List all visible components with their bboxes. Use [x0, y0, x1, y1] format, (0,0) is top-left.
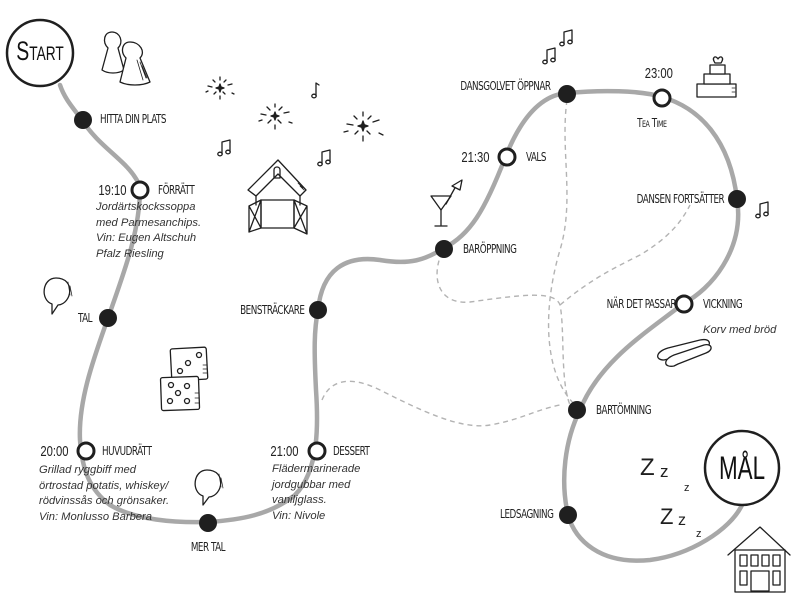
dashed-path-dansgolv-to-bartomning [547, 99, 576, 406]
speech-bubble-icon [194, 469, 224, 506]
stop-label-tal: Tal [77, 310, 93, 325]
stop-marker-tal[interactable] [99, 309, 117, 327]
stop-label-hitta-din-plats: Hitta din plats [100, 111, 166, 126]
house-icon [727, 526, 791, 593]
stop-label-tea-time: Tea Time [637, 115, 667, 130]
stop-description-vickning: Korv med bröd [703, 324, 777, 336]
stop-label-dansen-fortsatter: Dansen fortsätter [636, 191, 724, 206]
dice-icon [159, 346, 209, 412]
stop-marker-ledsagning[interactable] [559, 506, 577, 524]
stop-label-ledsagning: Ledsagning [499, 506, 554, 521]
stop-marker-dessert[interactable] [307, 441, 327, 461]
start-label: Start [16, 36, 64, 66]
stop-marker-vals[interactable] [497, 147, 517, 167]
firework-icon [205, 76, 384, 142]
dashed-path-benstrackare-to-bartomning [321, 380, 561, 427]
zzz-letter: z [678, 512, 686, 529]
stop-marker-dansen-fortsatter[interactable] [728, 190, 746, 208]
finish-marker[interactable] [703, 429, 781, 507]
stop-marker-baroppning[interactable] [435, 240, 453, 258]
barn-icon [247, 159, 308, 235]
speech-bubble-icon [43, 277, 73, 315]
zzz-letter: z [660, 462, 669, 481]
stop-label-baroppning: Baröppning [463, 241, 517, 256]
stop-markers [74, 85, 746, 532]
stop-label-bartomning: Bartömning [596, 402, 652, 417]
stop-label-benstrackare: Bensträckare [239, 302, 305, 317]
stop-time-vals: 21:30 [461, 149, 490, 166]
dashed-shortcuts [321, 99, 691, 427]
zzz-letter: Z [640, 454, 655, 481]
finish-label: Mål [718, 450, 766, 486]
dashed-path-baroppning-loop [436, 251, 571, 406]
stop-label-mer-tal: Mer tal [190, 539, 226, 554]
stop-label-vickning: Vickning [703, 296, 743, 311]
stop-label-dansgolvet-oppnar: Dansgolvet öppnar [459, 78, 551, 93]
music-note-icon [217, 29, 769, 219]
stop-marker-bartomning[interactable] [568, 401, 586, 419]
stop-time-tea-time: 23:00 [645, 65, 674, 82]
stop-marker-dansgolvet-oppnar[interactable] [558, 85, 576, 103]
dashed-path-vickning-upper [559, 204, 691, 306]
cake-icon [696, 56, 737, 98]
stop-description-forratt: Jordärtskockssoppa med Parmesanchips. Vi… [96, 201, 202, 260]
stop-time-dessert: 21:00 [270, 443, 299, 460]
zzz-letter: z [684, 482, 690, 494]
stop-marker-huvudratt[interactable] [76, 441, 96, 461]
stop-description-huvudratt: Grillad ryggbiff med örtrostad potatis, … [39, 464, 170, 523]
stop-marker-vickning[interactable] [674, 294, 694, 314]
stop-marker-tea-time[interactable] [652, 88, 672, 108]
stop-time-huvudratt: 20:00 [40, 443, 69, 460]
stop-marker-hitta-din-plats[interactable] [74, 111, 92, 129]
stop-marker-benstrackare[interactable] [309, 301, 327, 319]
stop-label-dessert: Dessert [333, 443, 370, 458]
stop-label-vals: Vals [526, 149, 546, 164]
game-pieces-icon [101, 31, 151, 86]
stop-marker-forratt[interactable] [130, 180, 150, 200]
stop-description-dessert: Flädermarinerade jordgubbar med vaniljgl… [272, 463, 361, 522]
stop-time-forratt: 19:10 [98, 182, 127, 199]
stop-label-huvudratt: Huvudrätt [102, 443, 152, 458]
zzz-letter: Z [660, 504, 674, 529]
stop-marker-mer-tal[interactable] [199, 514, 217, 532]
start-marker[interactable] [5, 18, 75, 88]
zzz-letter: z [696, 528, 702, 540]
stop-time-vickning: När det passar [606, 296, 677, 311]
hotdog-icon [657, 338, 712, 367]
cocktail-icon [430, 179, 463, 227]
stop-label-forratt: Förrätt [158, 182, 195, 197]
